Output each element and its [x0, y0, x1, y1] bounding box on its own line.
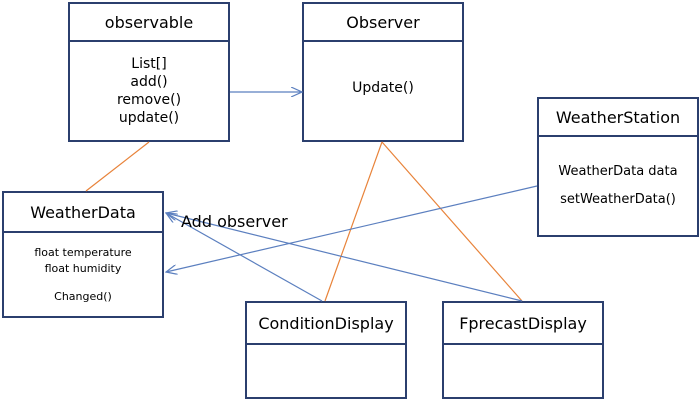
- member-set-weather-data: setWeatherData(): [560, 192, 676, 207]
- label-add-observer: Add observer: [181, 212, 288, 231]
- class-weather-station[interactable]: WeatherStation WeatherData data setWeath…: [537, 97, 699, 237]
- edge-forecastdisplay-to-weatherdata: [166, 213, 523, 302]
- class-observable-members: List[] add() remove() update(): [70, 42, 228, 140]
- class-weather-station-title: WeatherStation: [539, 99, 697, 137]
- edge-observer-conditiondisplay: [324, 141, 383, 302]
- class-observable-title: observable: [70, 4, 228, 42]
- member-list: List[]: [131, 56, 167, 72]
- class-forecast-display-title: FprecastDisplay: [444, 303, 602, 345]
- edge-weatherstation-to-weatherdata: [166, 185, 538, 272]
- class-condition-display-title: ConditionDisplay: [247, 303, 405, 345]
- class-weather-station-members: WeatherData data setWeatherData(): [539, 137, 697, 235]
- member-update: update(): [118, 110, 180, 126]
- edge-observable-weatherdata: [85, 141, 150, 192]
- class-observable[interactable]: observable List[] add() remove() update(…: [68, 2, 230, 142]
- member-weather-data: WeatherData data: [558, 164, 678, 179]
- class-weather-data-title: WeatherData: [4, 193, 162, 233]
- member-float-temperature: float temperature: [34, 245, 132, 259]
- class-weather-data[interactable]: WeatherData float temperature float humi…: [2, 191, 164, 318]
- class-observer-members: Update(): [304, 42, 462, 140]
- member-update-method: Update(): [352, 80, 414, 96]
- class-forecast-display[interactable]: FprecastDisplay: [442, 301, 604, 399]
- member-add: add(): [130, 74, 168, 90]
- edge-observer-forecastdisplay: [381, 141, 523, 302]
- class-observer-title: Observer: [304, 4, 462, 42]
- class-condition-display[interactable]: ConditionDisplay: [245, 301, 407, 399]
- class-observer[interactable]: Observer Update(): [302, 2, 464, 142]
- member-remove: remove(): [116, 92, 182, 108]
- edge-conditiondisplay-to-weatherdata: [166, 213, 323, 302]
- member-changed: Changed(): [54, 289, 112, 303]
- class-weather-data-members: float temperature float humidity Changed…: [4, 233, 162, 316]
- member-float-humidity: float humidity: [44, 261, 122, 275]
